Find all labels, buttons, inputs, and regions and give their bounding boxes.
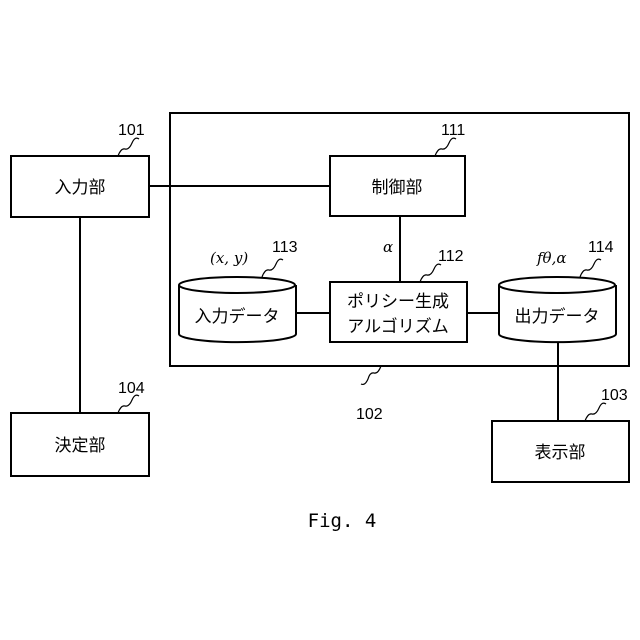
ref-101-leader [118,138,139,156]
output-data-annotation: fθ,α [536,249,566,267]
ref-112: 112 [438,248,464,265]
ref-104: 104 [118,380,145,397]
figure-caption: Fig. 4 [308,510,377,532]
ref-111: 111 [441,122,465,139]
ref-103: 103 [601,387,628,404]
output-data-label: 出力データ [515,306,600,327]
ref-101: 101 [118,122,145,139]
policy-algorithm-line1: ポリシー生成 [347,292,449,312]
ref-104-leader [118,395,139,413]
control-unit-label: 制御部 [372,178,423,198]
ref-102-leader [361,366,381,384]
input-data-annotation: (x, y) [210,249,248,267]
ref-114: 114 [588,239,614,256]
decision-unit-label: 決定部 [55,436,106,456]
policy-algorithm-line2: アルゴリズム [347,316,449,337]
ref-113: 113 [272,239,298,256]
input-unit-label: 入力部 [55,178,106,198]
display-unit-label: 表示部 [535,443,586,463]
ref-102: 102 [356,406,383,423]
ref-103-leader [585,403,606,421]
alpha-label: α [383,238,393,256]
input-data-label: 入力データ [195,306,280,327]
